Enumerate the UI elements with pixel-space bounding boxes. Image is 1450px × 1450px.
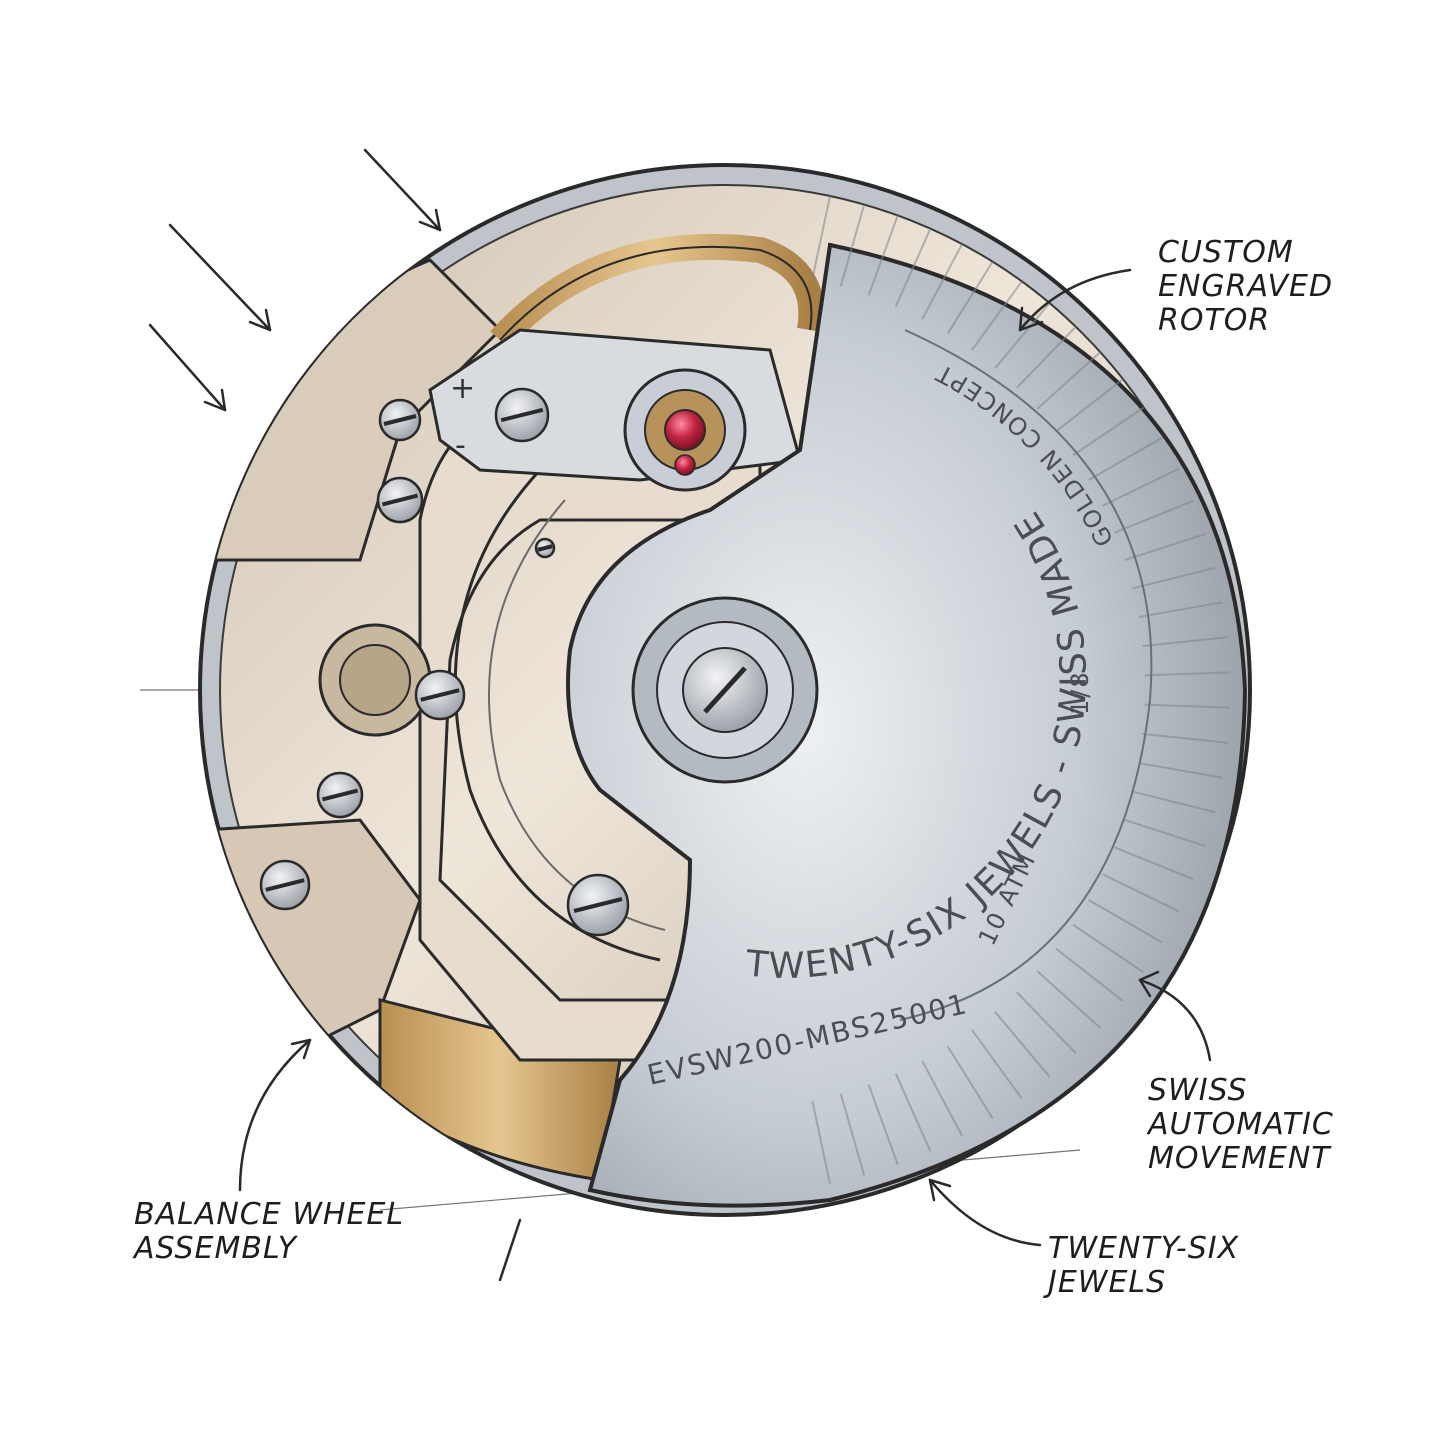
rotor-sunray-line <box>994 1011 1051 1078</box>
rotor-sunray-line <box>1088 436 1163 481</box>
rotor-sunray-line <box>894 1073 932 1152</box>
rotor-sunray-line <box>1132 790 1216 814</box>
rotor-sunray-line <box>1124 532 1206 562</box>
rotor-sunray-line <box>971 280 1023 351</box>
balance-cock: + - <box>428 328 802 492</box>
rotor-sunray-line <box>867 215 899 296</box>
rotor-sunray-lines <box>811 195 1230 1185</box>
rotor-sunray-line <box>946 1045 994 1119</box>
callout-labels: CUSTOM ENGRAVED ROTOR SWISS AUTOMATIC MO… <box>132 235 1344 1300</box>
rotor-sunray-line <box>921 1060 963 1137</box>
rotor-sunray-line <box>1144 671 1230 677</box>
rotor-sunray-line <box>1142 732 1228 744</box>
screw <box>316 771 364 819</box>
callout-jewels: TWENTY-SIX JEWELS <box>1043 1231 1250 1300</box>
rotor-sunray-line <box>1036 351 1101 410</box>
rotor-sunray-line <box>1124 818 1206 848</box>
rotor-sunray-line <box>1132 566 1216 590</box>
rotor-sunray-line <box>1142 636 1228 648</box>
balance-wheel <box>490 233 825 349</box>
screws <box>259 387 630 937</box>
rotor-sunray-line <box>971 1029 1023 1100</box>
engraved-rotor: TWENTY-SIX JEWELS - SWISS MADE GOLDEN CO… <box>566 195 1248 1208</box>
rotor-sunray-line <box>1055 378 1124 433</box>
rotor-sunray-line <box>946 261 994 335</box>
rotor-sunray-line <box>1102 873 1180 913</box>
ruby-jewel <box>664 409 706 451</box>
screw <box>259 859 311 911</box>
rotor-sunray-line <box>1016 326 1077 389</box>
screw <box>376 476 424 524</box>
screw <box>414 669 466 721</box>
rotor-sunray-line <box>839 204 866 287</box>
rotor-sunray-line <box>921 243 963 320</box>
rotor-sunray-line <box>811 1100 831 1185</box>
callout-movement: SWISS AUTOMATIC MOVEMENT <box>1146 1073 1344 1176</box>
rotor-sunray-line <box>1055 947 1124 1002</box>
rotor-sunray-line <box>1036 970 1101 1029</box>
callout-rotor: CUSTOM ENGRAVED ROTOR <box>1158 235 1344 338</box>
rotor-sunray-line <box>1114 846 1194 881</box>
rotor-sunray-line <box>1138 761 1223 779</box>
regulator-plus: + <box>450 371 475 406</box>
rotor-sunray-line <box>1072 406 1145 456</box>
rotor-sunray-line <box>867 1084 899 1165</box>
rotor-sunray-line <box>1088 899 1163 944</box>
screw <box>378 398 422 442</box>
callout-balance: BALANCE WHEEL ASSEMBLY <box>132 1197 415 1266</box>
rotor-sunray-line <box>1114 499 1194 534</box>
rotor-sunray-line <box>994 302 1051 369</box>
rotor-sunray-line <box>1144 703 1230 709</box>
screw <box>494 387 550 443</box>
regulator-minus: - <box>455 428 466 463</box>
rotor-sunray-line <box>1072 924 1145 974</box>
rotor-sunray-line <box>1138 601 1223 619</box>
screw <box>534 537 556 559</box>
rotor-sunray-line <box>811 195 831 280</box>
engraving-ratio: 1/8 <box>1066 670 1094 715</box>
ruby-jewel-lower <box>674 454 696 476</box>
rotor-sunray-line <box>1102 467 1180 507</box>
rotor-sunray-line <box>894 228 932 307</box>
callout-arrows <box>148 148 1212 1282</box>
screw <box>566 873 630 937</box>
rotor-sunray-line <box>1016 991 1077 1054</box>
rotor-sunray-line <box>839 1093 866 1176</box>
